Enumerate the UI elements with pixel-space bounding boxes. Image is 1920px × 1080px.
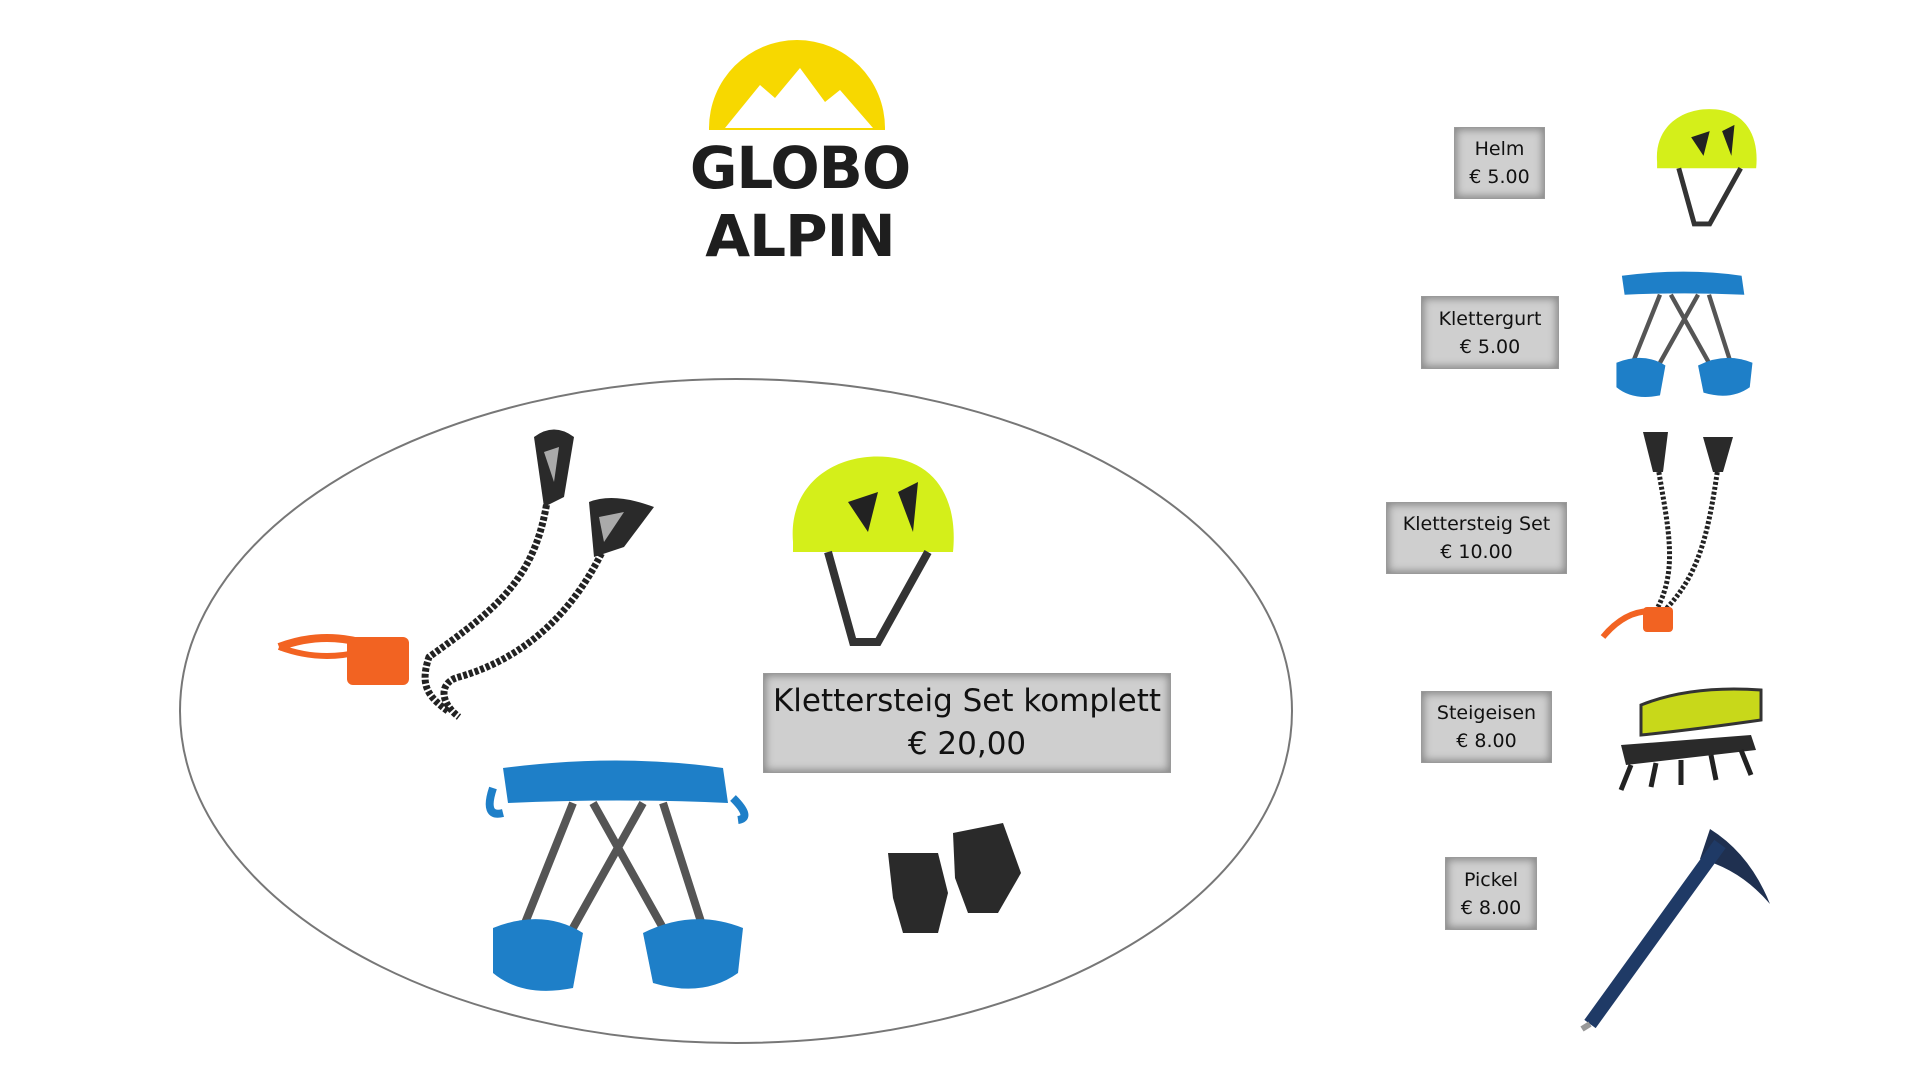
- product-label-steigeisen: Steigeisen € 8.00: [1421, 691, 1552, 763]
- harness-image: [485, 760, 749, 991]
- product-price: € 10.00: [1440, 541, 1513, 563]
- via-ferrata-set-image: [277, 429, 654, 720]
- product-name: Klettersteig Set: [1402, 513, 1551, 535]
- bundle-price-label: Klettersteig Set komplett € 20,00: [763, 673, 1171, 773]
- product-price: € 5.00: [1459, 335, 1521, 358]
- bundle-price: € 20,00: [907, 726, 1027, 762]
- crampons-thumbnail: [1618, 687, 1763, 791]
- logo-mountain-icon: [709, 40, 885, 130]
- bundle-title: Klettersteig Set komplett: [772, 683, 1162, 719]
- product-name: Steigeisen: [1436, 702, 1537, 724]
- product-price: € 8.00: [1456, 730, 1517, 752]
- helmet-image: [792, 456, 954, 646]
- bundle-ellipse: [179, 378, 1293, 1044]
- harness-thumbnail: [1616, 271, 1753, 397]
- ice-axe-thumbnail: [1580, 829, 1770, 1032]
- product-name: Helm: [1474, 138, 1525, 160]
- product-name: Klettergurt: [1438, 307, 1542, 330]
- via-ferrata-set-thumbnail: [1600, 432, 1733, 639]
- product-label-helm: Helm € 5.00: [1454, 127, 1545, 199]
- product-price: € 5.00: [1469, 166, 1530, 188]
- product-label-klettergurt: Klettergurt € 5.00: [1421, 296, 1559, 369]
- product-label-pickel: Pickel € 8.00: [1445, 857, 1537, 930]
- product-label-klettersteig-set: Klettersteig Set € 10.00: [1386, 502, 1567, 574]
- product-price: € 8.00: [1460, 896, 1522, 919]
- product-name: Pickel: [1463, 868, 1519, 891]
- helmet-thumbnail: [1656, 109, 1757, 227]
- gloves-image: [888, 823, 1021, 933]
- brand-name: GLOBO ALPIN: [689, 134, 911, 270]
